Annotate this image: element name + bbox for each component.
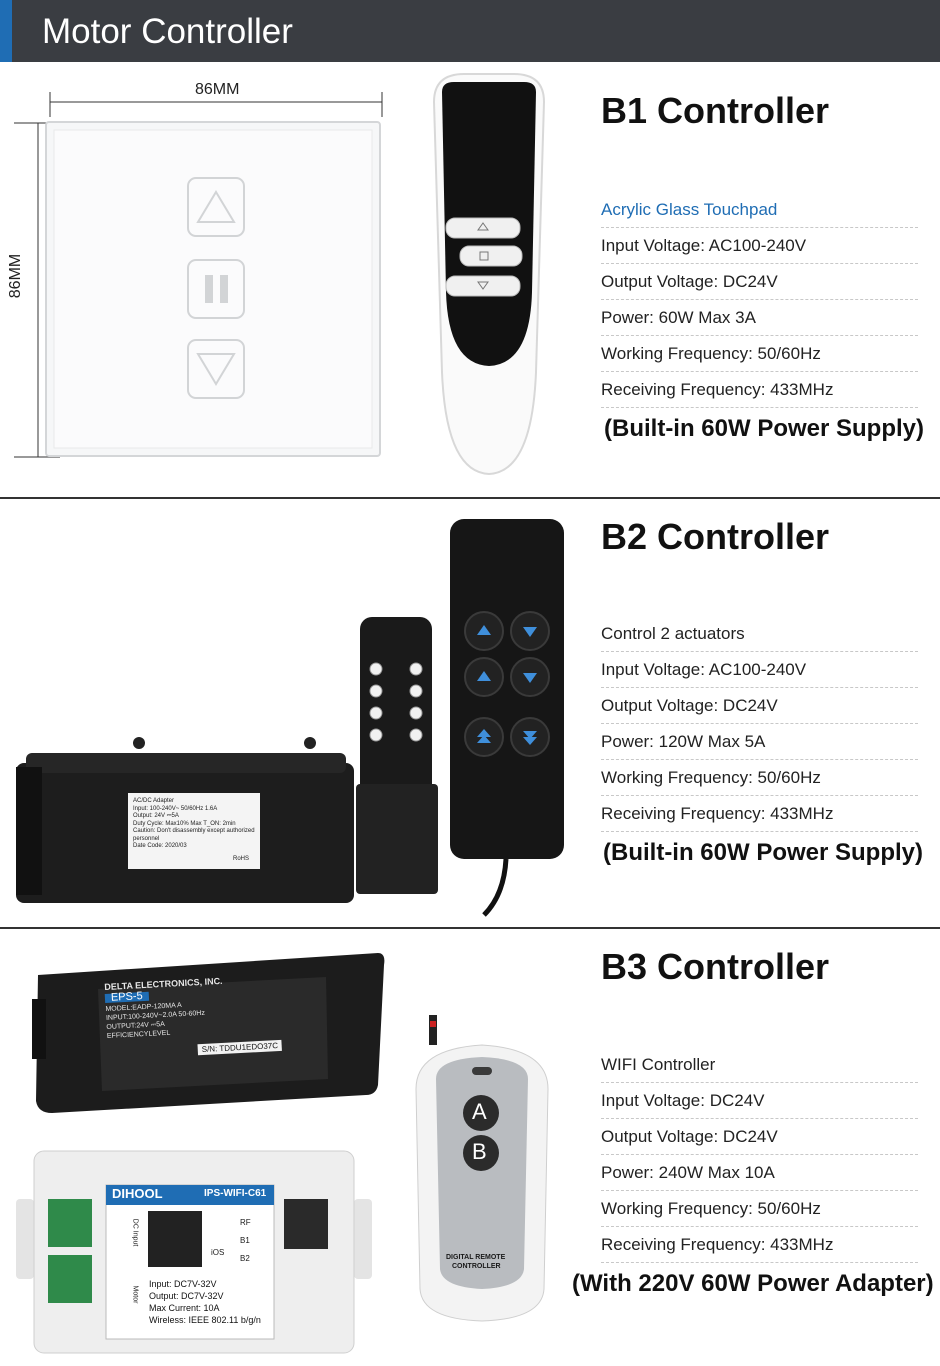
wifi-specs: Input: DC7V-32V Output: DC7V-32V Max Cur…	[149, 1278, 261, 1326]
adapter-label-line: AC/DC Adapter	[133, 798, 175, 804]
remote-text-line1: DIGITAL REMOTE	[446, 1254, 506, 1261]
adapter-spec-label: DELTA ELECTRONICS, INC. EPS-5 MODEL:EADP…	[104, 971, 338, 1060]
wifi-motor-label: Motor	[131, 1285, 139, 1304]
wifi-b1-label: B1	[240, 1236, 250, 1245]
b3-spec-output-voltage: Output Voltage: DC24V	[601, 1120, 918, 1155]
b1-spec-output-voltage: Output Voltage: DC24V	[601, 265, 918, 300]
b1-spec-power: Power: 60W Max 3A	[601, 301, 918, 336]
adapter-label-line: Caution: Don't disassembly except author…	[133, 828, 255, 834]
b1-note: (Built-in 60W Power Supply)	[604, 415, 925, 442]
control-box-image	[16, 737, 354, 903]
wifi-output: Output: DC7V-32V	[149, 1291, 224, 1301]
header-bar: Motor Controller	[0, 0, 940, 62]
b1-spec-touchpad: Acrylic Glass Touchpad	[601, 193, 918, 228]
b2-spec-actuators: Control 2 actuators	[601, 617, 918, 652]
wifi-rf-label: RF	[240, 1218, 251, 1227]
adapter-label-line: personnel	[133, 835, 160, 842]
wifi-wireless: Wireless: IEEE 802.11 b/g/n	[149, 1315, 261, 1325]
wifi-b2-label: B2	[240, 1254, 250, 1263]
b3-spec-input-voltage: Input Voltage: DC24V	[601, 1084, 918, 1119]
glass-touchpad-image	[45, 121, 381, 457]
wifi-model: IPS-WIFI-C61	[204, 1188, 267, 1199]
b2-spec-working-frequency: Working Frequency: 50/60Hz	[601, 761, 918, 796]
section-b2: AC/DC Adapter Input: 100-240V~ 50/60Hz 1…	[0, 499, 940, 927]
b3-spec-working-frequency: Working Frequency: 50/60Hz	[601, 1192, 918, 1227]
wifi-controller-image	[16, 1150, 372, 1354]
adapter-label-line: Output: 24V ⎓5A	[133, 813, 179, 819]
wifi-current: Max Current: 10A	[149, 1303, 220, 1313]
small-remote-image	[356, 617, 438, 894]
section-b1: 86MM 86MM B1 Controller Acrylic Glass To…	[0, 62, 940, 498]
b3-spec-receiving-frequency: Receiving Frequency: 433MHz	[601, 1228, 918, 1263]
b2-title: B2 Controller	[601, 516, 830, 557]
adapter-label-line: Input: 100-240V~ 50/60Hz 1.6A	[133, 805, 218, 812]
header-accent	[0, 0, 12, 62]
b3-spec-wifi: WIFI Controller	[601, 1048, 918, 1083]
b2-spec-power: Power: 120W Max 5A	[601, 725, 918, 760]
b3-title: B3 Controller	[601, 946, 830, 987]
adapter-label: AC/DC Adapter Input: 100-240V~ 50/60Hz 1…	[133, 798, 261, 863]
adapter-label-rohs: RoHS	[233, 855, 250, 862]
wifi-ios-label: iOS	[211, 1248, 225, 1257]
handset-remote-image	[450, 519, 564, 917]
b1-spec-input-voltage: Input Voltage: AC100-240V	[601, 229, 918, 264]
dimension-width-label: 86MM	[195, 81, 240, 98]
b1-spec-receiving-frequency: Receiving Frequency: 433MHz	[601, 373, 918, 408]
adapter-label-line: Duty Cycle: Max10% Max T_ON: 2min	[133, 820, 236, 827]
adapter-series: EPS-5	[104, 990, 149, 1004]
wifi-dc-input-label: DC Input	[131, 1218, 139, 1247]
remote-text-line2: CONTROLLER	[452, 1263, 501, 1270]
section-divider-1	[0, 497, 940, 499]
b2-spec-receiving-frequency: Receiving Frequency: 433MHz	[601, 797, 918, 832]
b1-title: B1 Controller	[601, 90, 830, 131]
b3-note: (With 220V 60W Power Adapter)	[572, 1270, 934, 1297]
b2-spec-output-voltage: Output Voltage: DC24V	[601, 689, 918, 724]
wifi-input: Input: DC7V-32V	[149, 1279, 217, 1289]
dimension-height-label: 86MM	[7, 253, 25, 299]
section-divider-2	[0, 927, 940, 929]
b1-spec-working-frequency: Working Frequency: 50/60Hz	[601, 337, 918, 372]
b2-note: (Built-in 60W Power Supply)	[603, 839, 924, 866]
page-title: Motor Controller	[42, 12, 293, 51]
section-b3: DELTA ELECTRONICS, INC. EPS-5 MODEL:EADP…	[0, 929, 940, 1366]
remote-button-a: A	[472, 1099, 487, 1124]
rf-remote-image	[415, 1015, 549, 1322]
handheld-remote-image	[432, 73, 546, 476]
b2-spec-input-voltage: Input Voltage: AC100-240V	[601, 653, 918, 688]
remote-button-b: B	[472, 1139, 487, 1164]
adapter-label-line: Date Code: 2020/03	[133, 843, 187, 849]
b3-spec-power: Power: 240W Max 10A	[601, 1156, 918, 1191]
wifi-brand: DIHOOL	[112, 1186, 163, 1201]
dimension-lines	[14, 92, 383, 458]
